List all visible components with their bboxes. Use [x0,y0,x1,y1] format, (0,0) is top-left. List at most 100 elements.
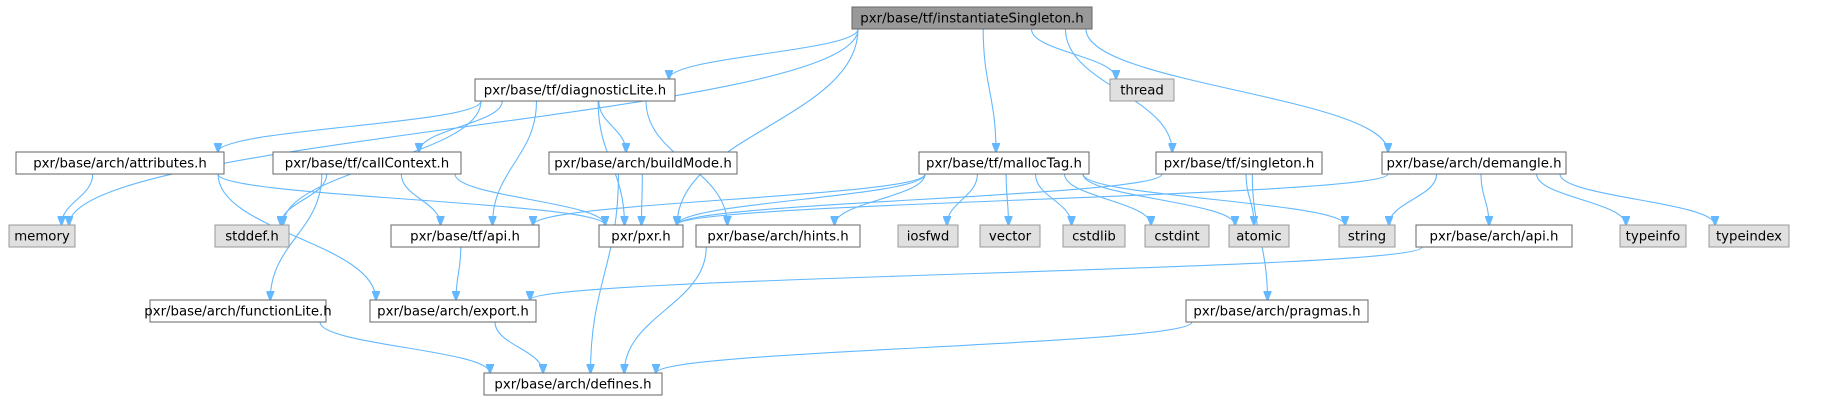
node-hints-box [695,224,861,248]
node-hints[interactable]: pxr/base/arch/hints.h [695,224,861,248]
node-instantiateSingleton[interactable]: pxr/base/tf/instantiateSingleton.h [851,6,1093,30]
node-demangle-box [1381,151,1567,175]
edge-mallocTag-to-cstdlib [1034,173,1072,225]
node-functionLite-box [149,299,327,323]
node-typeinfo: typeinfo [1619,224,1687,248]
edge-diagnosticLite-to-attributes [218,100,482,152]
edge-mallocTag-to-atomic [1082,173,1235,225]
edge-instantiateSingleton-to-diagnosticLite [669,28,859,79]
node-singleton-box [1155,151,1323,175]
node-export[interactable]: pxr/base/arch/export.h [369,299,537,323]
node-functionLite[interactable]: pxr/base/arch/functionLite.h [144,299,332,323]
edge-instantiateSingleton-to-demangle [1085,28,1388,152]
edge-callContext-to-stddef [281,173,328,225]
node-attributes-label: pxr/base/arch/attributes.h [33,157,207,172]
node-export-box [369,299,537,323]
node-atomic-label: atomic [1236,230,1281,245]
node-singleton[interactable]: pxr/base/tf/singleton.h [1155,151,1323,175]
edge-mallocTag-to-iosfwd [947,173,978,225]
edge-instantiateSingleton-to-memory [69,28,859,225]
edge-singleton-to-atomic [1245,173,1254,225]
node-pxr-box [598,224,684,248]
node-diagnosticLite[interactable]: pxr/base/tf/diagnosticLite.h [474,78,676,102]
node-iosfwd: iosfwd [897,224,959,248]
edge-buildMode-to-defines [591,173,620,373]
node-mallocTag[interactable]: pxr/base/tf/mallocTag.h [918,151,1090,175]
node-archApi[interactable]: pxr/base/arch/api.h [1415,224,1573,248]
node-string-label: string [1348,230,1386,245]
node-cstdint-label: cstdint [1154,230,1199,245]
edge-callContext-to-pxr [454,173,605,225]
node-defines-box [483,372,663,396]
node-pragmas[interactable]: pxr/base/arch/pragmas.h [1185,299,1369,323]
edge-hints-to-defines [624,246,707,373]
node-callContext[interactable]: pxr/base/tf/callContext.h [272,151,462,175]
node-memory: memory [8,224,76,248]
edge-attributes-to-export [217,173,376,300]
edge-callContext-to-functionLite [270,173,323,300]
node-archApi-label: pxr/base/arch/api.h [1430,230,1559,245]
node-buildMode[interactable]: pxr/base/arch/buildMode.h [548,151,738,175]
node-iosfwd-box [897,224,959,248]
node-attributes-box [15,151,225,175]
node-pxr-label: pxr/pxr.h [611,230,670,245]
node-thread-box [1109,78,1175,102]
node-typeindex-label: typeindex [1716,230,1782,245]
node-cstdint: cstdint [1144,224,1210,248]
node-typeinfo-label: typeinfo [1626,230,1681,245]
edge-mallocTag-to-hints [835,173,926,225]
edge-diagnosticLite-to-buildMode [598,100,626,152]
edge-demangle-to-typeindex [1559,173,1715,225]
edge-mallocTag-to-cstdint [1064,173,1151,225]
nodes-layer: pxr/base/tf/instantiateSingleton.h pxr/ba… [8,6,1790,396]
node-pragmas-box [1185,299,1369,323]
edge-export-to-defines [494,321,543,373]
node-mallocTag-label: pxr/base/tf/mallocTag.h [926,157,1082,172]
node-tfApi-label: pxr/base/tf/api.h [410,230,520,245]
node-thread: thread [1109,78,1175,102]
node-instantiateSingleton-label: pxr/base/tf/instantiateSingleton.h [860,12,1083,27]
node-instantiateSingleton-box [851,6,1093,30]
node-string: string [1338,224,1396,248]
node-defines[interactable]: pxr/base/arch/defines.h [483,372,663,396]
edge-buildMode-to-pxr [642,173,643,225]
node-iosfwd-label: iosfwd [907,230,950,245]
node-atomic-box [1228,224,1290,248]
node-export-label: pxr/base/arch/export.h [377,305,529,320]
node-cstdint-box [1144,224,1210,248]
edge-mallocTag-to-pxr [677,173,926,225]
node-tfApi-box [390,224,540,248]
node-string-box [1338,224,1396,248]
edge-tfApi-to-export [456,246,462,300]
node-vector: vector [979,224,1041,248]
node-memory-box [8,224,76,248]
node-cstdlib: cstdlib [1062,224,1126,248]
node-callContext-box [272,151,462,175]
node-stddef-box [214,224,290,248]
node-demangle[interactable]: pxr/base/arch/demangle.h [1381,151,1567,175]
node-typeinfo-box [1619,224,1687,248]
edge-mallocTag-to-vector [1006,173,1008,225]
node-mallocTag-box [918,151,1090,175]
node-archApi-box [1415,224,1573,248]
node-functionLite-label: pxr/base/arch/functionLite.h [144,305,331,320]
node-attributes[interactable]: pxr/base/arch/attributes.h [15,151,225,175]
node-tfApi[interactable]: pxr/base/tf/api.h [390,224,540,248]
edge-demangle-to-string [1389,173,1438,225]
node-hints-label: pxr/base/arch/hints.h [707,230,848,245]
edge-attributes-to-memory [62,173,94,225]
edge-mallocTag-to-tfApi [533,173,926,225]
node-singleton-label: pxr/base/tf/singleton.h [1164,157,1315,172]
node-pxr[interactable]: pxr/pxr.h [598,224,684,248]
edge-demangle-to-typeinfo [1536,173,1626,225]
node-defines-label: pxr/base/arch/defines.h [494,378,651,393]
node-typeindex-box [1708,224,1790,248]
node-typeindex: typeindex [1708,224,1790,248]
node-vector-label: vector [989,230,1032,245]
edge-instantiateSingleton-to-pxr [677,28,859,225]
node-cstdlib-box [1062,224,1126,248]
edge-singleton-to-pxr [677,173,1163,225]
edge-pragmas-to-defines [656,321,1193,373]
node-stddef: stddef.h [214,224,290,248]
